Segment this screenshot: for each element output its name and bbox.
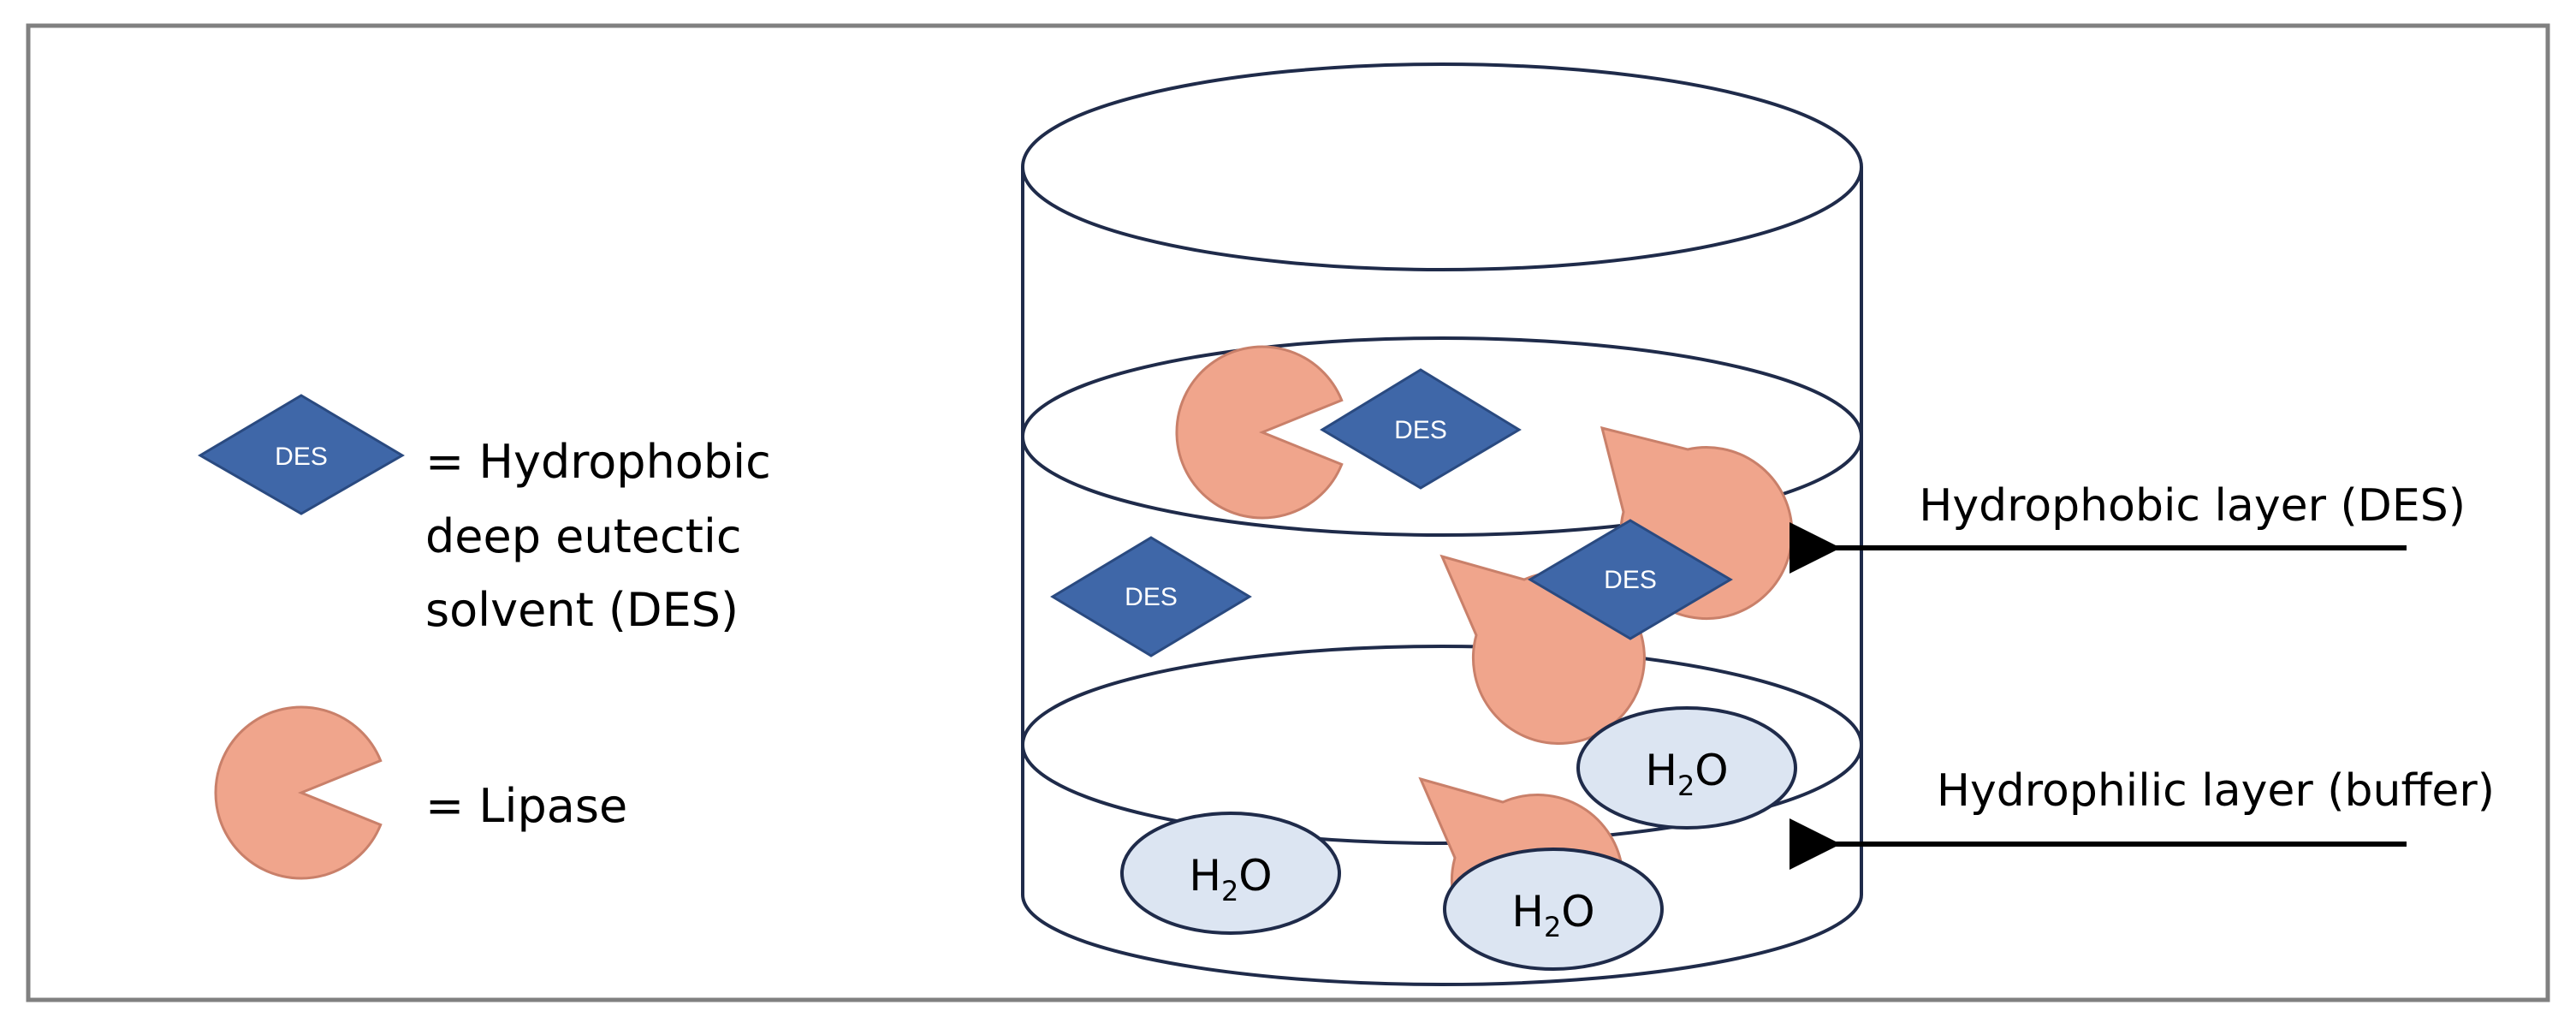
water-molecule: H2O <box>1443 848 1664 971</box>
des-particle: DES <box>1528 519 1733 640</box>
svg-text:H2O: H2O <box>1645 746 1728 802</box>
des-particle-label: DES <box>1394 416 1447 444</box>
hydrophobic-layer-label: Hydrophobic layer (DES) <box>1919 480 2466 532</box>
water-label-h: H <box>1511 887 1544 937</box>
hydrophobic-layer-annotation: Hydrophobic layer (DES) <box>1790 480 2466 574</box>
water-label-o: O <box>1695 746 1728 795</box>
hydrophilic-layer-surface <box>1021 645 1863 845</box>
vessel-cylinder <box>1021 62 1863 986</box>
water-label-sub: 2 <box>1677 770 1695 802</box>
legend-lipase-description: = Lipase <box>425 779 627 833</box>
hydrophilic-layer-annotation: Hydrophilic layer (buffer) <box>1790 765 2495 870</box>
vessel-top-opening <box>1021 62 1863 271</box>
lipase-particle <box>1175 345 1344 520</box>
legend-lipase-icon <box>214 705 383 880</box>
des-particle-label: DES <box>1604 566 1657 594</box>
water-label-o: O <box>1238 851 1272 901</box>
des-particle: DES <box>1050 536 1252 657</box>
water-label-sub: 2 <box>1544 911 1561 943</box>
water-label-h: H <box>1189 851 1221 901</box>
legend-des-description-line-1: = Hydrophobic <box>425 435 771 489</box>
water-molecule: H2O <box>1576 706 1797 830</box>
des-particle-label: DES <box>1125 583 1178 611</box>
svg-text:H2O: H2O <box>1511 887 1594 943</box>
svg-text:H2O: H2O <box>1189 851 1272 907</box>
vessel-bottom-edge <box>1021 894 1863 986</box>
hydrophobic-layer-surface <box>1021 336 1863 537</box>
legend: DES = Hydrophobic deep eutectic solvent … <box>198 394 771 880</box>
water-label-sub: 2 <box>1221 875 1238 907</box>
water-label-o: O <box>1561 887 1594 937</box>
legend-des-description-line-3: solvent (DES) <box>425 583 739 637</box>
hydrophilic-layer-label: Hydrophilic layer (buffer) <box>1937 765 2495 817</box>
water-label-h: H <box>1645 746 1677 795</box>
legend-des-symbol-label: DES <box>275 443 328 471</box>
legend-des-symbol: DES <box>198 394 405 515</box>
legend-des-description-line-2: deep eutectic <box>425 509 742 563</box>
water-molecule: H2O <box>1120 812 1341 935</box>
des-particle: DES <box>1320 368 1522 490</box>
